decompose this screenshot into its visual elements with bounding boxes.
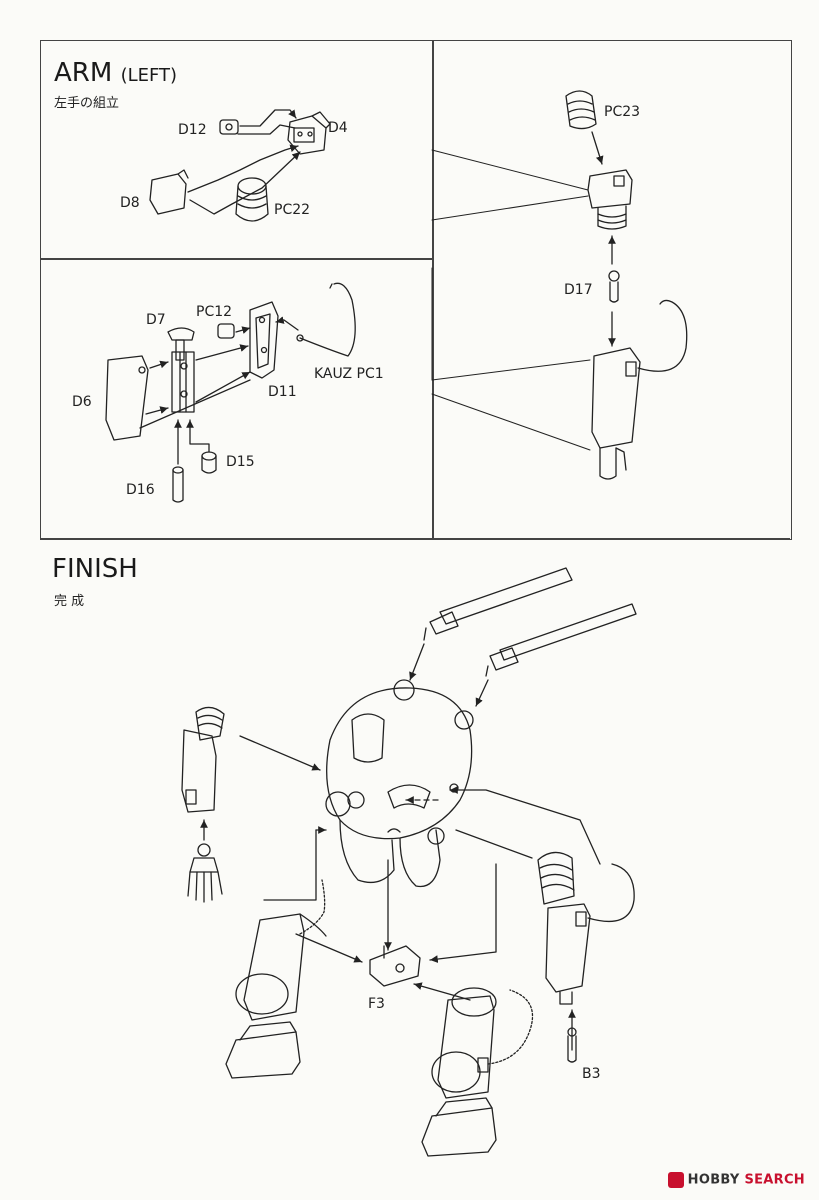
kauz-wire bbox=[299, 282, 356, 357]
finish-divider bbox=[40, 538, 790, 539]
arm-title-suffix: (LEFT) bbox=[120, 65, 178, 86]
part-d8-icon bbox=[149, 169, 189, 215]
part-d17-icon bbox=[608, 270, 620, 303]
label-pc22: PC22 bbox=[274, 202, 311, 218]
label-kauz-pc1: KAUZ PC1 bbox=[314, 366, 384, 382]
watermark-search: SEARCH bbox=[744, 1172, 805, 1188]
part-pc22-icon bbox=[235, 177, 269, 222]
label-d4: D4 bbox=[328, 120, 348, 136]
part-d4-icon bbox=[287, 111, 331, 155]
arm-title: ARM (LEFT) bbox=[54, 58, 177, 88]
part-f3-icon bbox=[369, 945, 421, 987]
part-d6-icon bbox=[105, 355, 149, 441]
watermark-brand: HOBBY bbox=[687, 1172, 740, 1188]
part-d15-icon bbox=[201, 451, 217, 474]
finish-right-wire bbox=[587, 863, 635, 922]
robot-body-icon bbox=[325, 679, 474, 888]
label-b3: B3 bbox=[582, 1066, 601, 1082]
label-d6: D6 bbox=[72, 394, 92, 410]
label-d16: D16 bbox=[126, 482, 155, 498]
arm-panel-mid-left bbox=[40, 258, 434, 540]
label-f3: F3 bbox=[368, 996, 385, 1012]
antenna-right-icon bbox=[485, 603, 637, 677]
arm-title-text: ARM bbox=[54, 58, 113, 88]
finish-left-arm-icon bbox=[181, 706, 225, 813]
arm-subtitle: 左手の組立 bbox=[54, 96, 120, 111]
label-pc12: PC12 bbox=[196, 304, 233, 320]
right-leg-icon bbox=[421, 987, 497, 1157]
part-d12-icon bbox=[219, 119, 239, 135]
antenna-left-icon bbox=[423, 567, 573, 641]
part-b3-icon bbox=[567, 1027, 577, 1063]
label-pc23: PC23 bbox=[604, 104, 641, 120]
hobby-search-logo-icon bbox=[667, 1172, 684, 1188]
left-leg-icon bbox=[225, 913, 327, 1079]
label-d17: D17 bbox=[564, 282, 593, 298]
arm-upper-assembly-icon bbox=[587, 169, 633, 230]
part-d7-icon bbox=[167, 327, 195, 413]
arm-lower-assembly-icon bbox=[591, 347, 641, 480]
left-hand-icon bbox=[187, 843, 223, 903]
label-d12: D12 bbox=[178, 122, 207, 138]
finish-title: FINISH bbox=[52, 554, 138, 584]
part-pc12-icon bbox=[217, 323, 235, 339]
right-arm-wire bbox=[637, 299, 688, 372]
label-d7: D7 bbox=[146, 312, 166, 328]
finish-right-arm-icon bbox=[537, 851, 591, 1005]
finish-subtitle: 完 成 bbox=[54, 594, 85, 609]
label-d8: D8 bbox=[120, 195, 140, 211]
part-pc23-icon bbox=[565, 90, 597, 130]
part-d11-icon bbox=[249, 301, 279, 379]
label-d15: D15 bbox=[226, 454, 255, 470]
label-d11: D11 bbox=[268, 384, 297, 400]
part-d16-icon bbox=[172, 466, 184, 503]
hobby-search-watermark: HOBBY SEARCH bbox=[667, 1172, 805, 1188]
